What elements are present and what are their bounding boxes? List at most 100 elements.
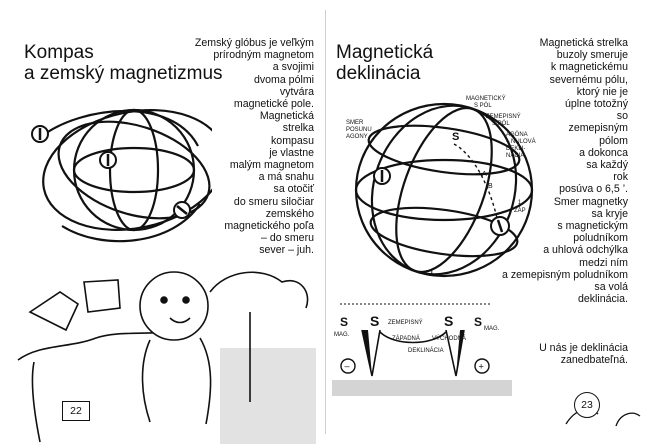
text-line: je vlastne [269, 146, 314, 159]
text-line: a má snahu [258, 171, 314, 184]
text-line: ktorý nie je [576, 85, 628, 98]
geographic-pole-label-line: S PÓL [492, 120, 510, 127]
text-line: U nás je deklinácia [539, 342, 628, 354]
text-line: a uhlová odchýlka [543, 244, 628, 257]
direction-letter: A [482, 171, 487, 178]
east-declination-label: VÝCHODNÁ [432, 335, 466, 342]
text-line: úplne totožný [564, 98, 628, 111]
direction-letter: B [488, 183, 493, 190]
geographic-pole-label-line: ZEMEPISNÝ [486, 113, 521, 120]
left-magnetic-pole: S [340, 315, 348, 329]
compass-icon [173, 201, 191, 219]
right-title-line: Magnetická [336, 42, 434, 63]
text-line: sa otočiť [273, 183, 314, 196]
west-declination-label: ZÁPADNÁ [392, 335, 420, 342]
text-line: do smeru siločiar [233, 195, 314, 208]
meridian-mark: 1 [518, 200, 522, 206]
compass-in-hand-icon [28, 291, 80, 332]
globe-field-lines-illustration [31, 108, 212, 243]
meridian-label-line: SMER [346, 120, 364, 126]
agona-label-line: – NULOVÁ [506, 138, 536, 145]
shaded-hatch-area [220, 348, 316, 444]
page-number-22: 22 [62, 401, 90, 421]
right-body-text: Magnetická strelka buzoly smeruje k magn… [502, 37, 628, 305]
text-line: so [616, 110, 628, 123]
right-geographic-pole-letter: S [444, 313, 453, 329]
text-line: pólom [599, 134, 628, 147]
text-line: magnetické pole. [233, 98, 314, 111]
text-line: vytvára [279, 85, 314, 98]
boy-head [139, 271, 209, 341]
text-line: medzi ním [579, 256, 628, 269]
south-pole-letter: J [428, 268, 433, 279]
declination-arc [379, 331, 447, 344]
text-line: k magnetickému [550, 61, 628, 74]
north-pole-letter: S [452, 131, 459, 143]
meridian-label-line: AGONY [346, 134, 368, 140]
right-page-title: Magnetická deklinácia [336, 42, 433, 84]
text-line: zemského [265, 207, 314, 220]
text-line: a dokonca [579, 146, 628, 159]
text-line: buzoly smeruje [556, 49, 628, 62]
text-line: severnému pólu, [549, 73, 628, 86]
tree-canopy [209, 271, 309, 309]
geographic-pole-letter: S [370, 313, 379, 329]
meridian-label-line: POSUNU [346, 127, 372, 133]
hand-held-device-icon [83, 279, 121, 313]
text-line: kompasu [271, 134, 314, 147]
compass-icon [99, 151, 117, 169]
agona-label-line: AGÓNA [506, 131, 528, 138]
agona-label-line: NÁCIA [506, 152, 524, 159]
text-line: poludníkom [573, 232, 628, 245]
text-line: a svojimi [272, 61, 314, 74]
page-number-23: 23 [574, 392, 600, 418]
text-line: Zemský glóbus je veľkým [194, 37, 314, 49]
right-magnetic-pole-sub: MAG. [484, 326, 500, 332]
compass-icon [31, 125, 49, 143]
globe-declination-illustration: SMER POSUNU AGONY MAGNETICKÝ S PÓL ZEMEP… [346, 95, 536, 279]
left-body-text: Zemský glóbus je veľkým prírodným magnet… [195, 37, 314, 257]
left-magnetic-pole-sub: MAG. [334, 332, 350, 338]
plus-sign: + [479, 362, 484, 372]
text-line: sa kryje [591, 207, 629, 220]
text-line: s magnetickým [557, 220, 628, 233]
text-line: sa každý [586, 159, 628, 172]
text-line: posúva o 6,5 ’. [559, 183, 628, 196]
west-marker: ZÁP [514, 207, 526, 214]
left-page-title: Kompas a zemský magnetizmus [24, 42, 223, 84]
right-title-line: deklinácia [336, 63, 421, 84]
text-line: malým magnetom [229, 159, 314, 172]
compass-icon [490, 216, 510, 236]
text-line: deklinácia. [577, 293, 628, 306]
text-line: zanedbateľná. [560, 354, 628, 367]
text-line: a zemepisným poludníkom [501, 268, 628, 281]
right-closing-text: U nás je deklinácia zanedbateľná. [539, 342, 628, 366]
magnetic-pole-label-line: S PÓL [474, 102, 492, 109]
text-line: prírodným magnetom [213, 49, 314, 62]
agona-label-line: DEKLI- [506, 146, 525, 152]
right-magnetic-pole: S [474, 315, 482, 329]
left-title-line: Kompas [24, 42, 94, 63]
text-line: Magnetická [259, 110, 314, 123]
declination-scale-diagram: S MAG. S ZEMEPISNÝ S S MAG. ZÁPADNÁ VÝCH… [332, 303, 512, 396]
text-line: rok [613, 171, 628, 184]
text-line: sa volá [594, 281, 628, 294]
minus-sign: – [345, 361, 350, 371]
right-page: Magnetická deklinácia Magnetická strelka… [326, 0, 652, 444]
text-line: dvoma pólmi [253, 73, 314, 86]
cartoon-boy-with-compass-illustration [17, 271, 316, 444]
geographic-label: ZEMEPISNÝ [388, 319, 423, 326]
left-page: Kompas a zemský magnetizmus Zemský glóbu… [17, 37, 316, 444]
ground-hatch [332, 380, 512, 396]
declination-label: DEKLINÁCIA [408, 347, 444, 354]
text-line: strelka [282, 122, 314, 135]
text-line: Magnetická strelka [539, 37, 628, 49]
text-line: Smer magnetky [553, 195, 628, 208]
book-spine [325, 10, 326, 434]
text-line: zemepisným [568, 122, 628, 135]
text-line: magnetického poľa [224, 220, 314, 233]
text-line: – do smeru [261, 232, 314, 245]
left-title-line: a zemský magnetizmus [24, 63, 223, 84]
text-line: sever – juh. [259, 244, 314, 257]
compass-icon [373, 167, 391, 185]
